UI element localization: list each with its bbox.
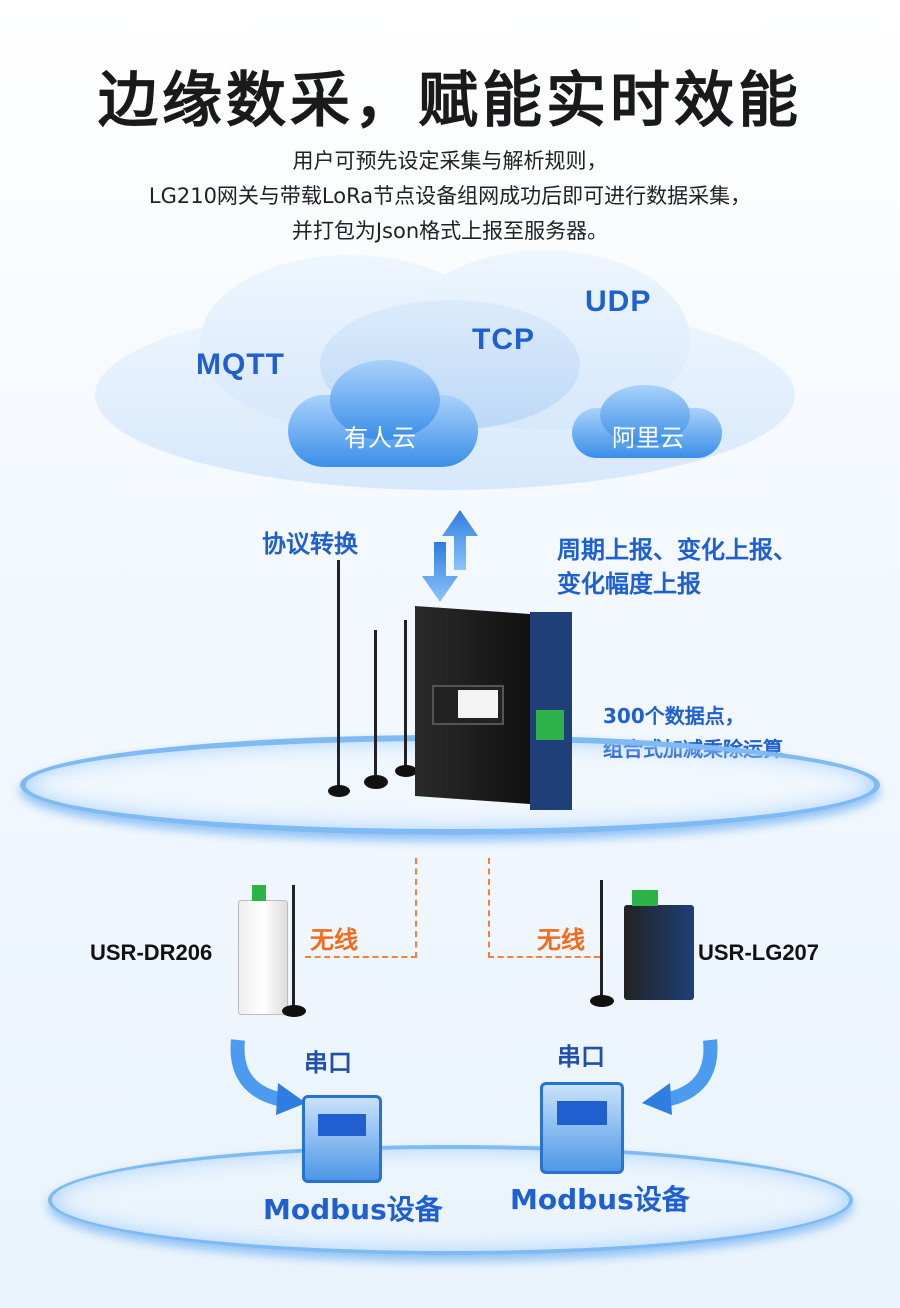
protocol-conversion-label: 协议转换 bbox=[262, 530, 358, 558]
subtitle-line-3: 并打包为Json格式上报至服务器。 bbox=[291, 219, 609, 243]
curved-arrow-right-icon bbox=[642, 1039, 718, 1115]
subtitle-line-1: 用户可预先设定采集与解析规则， bbox=[292, 149, 608, 173]
bidirectional-arrow-icon bbox=[422, 510, 478, 602]
platform-aliyun: 阿里云 bbox=[612, 424, 684, 452]
modbus-device-label-right: Modbus设备 bbox=[510, 1183, 690, 1216]
wireless-link-right bbox=[488, 858, 600, 958]
wireless-link-left bbox=[305, 858, 417, 958]
serial-label-right: 串口 bbox=[557, 1043, 605, 1071]
report-mode-line-2: 变化幅度上报 bbox=[557, 570, 701, 598]
subtitle-line-2: LG210网关与带载LoRa节点设备组网成功后即可进行数据采集， bbox=[148, 184, 752, 208]
protocol-tcp: TCP bbox=[472, 323, 535, 356]
modbus-device-icon-right bbox=[540, 1082, 624, 1174]
page-title: 边缘数采，赋能实时效能 bbox=[98, 66, 802, 136]
node-name-dr206: USR-DR206 bbox=[90, 940, 213, 965]
bottom-platform-ring bbox=[48, 1145, 853, 1255]
curved-arrow-left-icon bbox=[230, 1039, 306, 1115]
node-name-lg207: USR-LG207 bbox=[698, 940, 820, 965]
data-points-line-1: 300个数据点， bbox=[603, 704, 745, 728]
modbus-device-label-left: Modbus设备 bbox=[263, 1193, 443, 1226]
serial-label-left: 串口 bbox=[304, 1049, 352, 1077]
protocol-udp: UDP bbox=[585, 285, 652, 318]
platform-usr-cloud: 有人云 bbox=[344, 424, 416, 452]
protocol-mqtt: MQTT bbox=[196, 348, 285, 381]
wireless-label-left: 无线 bbox=[310, 926, 358, 954]
wireless-label-right: 无线 bbox=[537, 926, 585, 954]
modbus-device-icon-left bbox=[302, 1095, 382, 1183]
report-mode-line-1: 周期上报、变化上报、 bbox=[557, 536, 797, 564]
